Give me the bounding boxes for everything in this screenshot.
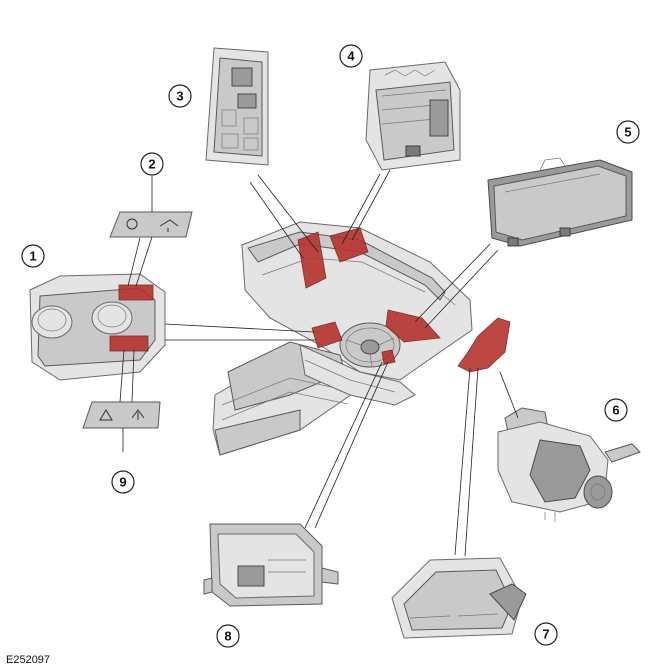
callout-8-label: 8 [224,629,231,644]
warning-symbol-icon [126,218,138,230]
brake-abs-module [497,407,641,522]
callout-7: 7 [534,622,558,646]
switch-pack-module [203,523,339,607]
fuse-box-module [205,47,269,166]
highlight-brake-module-location [457,317,511,373]
highlight-cluster-location [385,309,441,343]
callout-2: 2 [140,152,164,176]
highlight-switch-location [381,349,396,365]
hazard-symbol-icon [99,409,113,421]
vehicle-symbol-icon [159,219,179,232]
callout-9: 9 [111,470,135,494]
callout-5-label: 5 [624,125,631,140]
upper-switch-module [109,211,193,238]
callout-3-label: 3 [176,89,183,104]
traction-symbol-icon [131,409,145,420]
callout-3: 3 [168,84,192,108]
callout-4-label: 4 [347,49,355,64]
highlighted-locations [297,227,511,373]
highlight-panel-lower [109,335,149,352]
reference-code: E252097 [6,654,51,666]
callout-5: 5 [616,120,640,144]
callout-4: 4 [339,44,363,68]
highlight-ecu-location [329,227,369,263]
callout-1: 1 [21,244,45,268]
climate-control-panel [29,273,166,381]
callout-8: 8 [216,624,240,648]
leader-lines [119,169,519,557]
callout-1-label: 1 [29,249,36,264]
electronic-control-unit [365,61,461,171]
highlight-fuse-box-location [297,231,327,289]
callout-6-label: 6 [612,403,619,418]
callout-7-label: 7 [542,627,549,642]
highlight-climate-panel-location [311,321,343,349]
lower-switch-module [82,401,161,429]
airbag-control-module [391,557,527,639]
highlight-panel-upper [118,284,154,301]
callout-9-label: 9 [119,475,126,490]
callout-6: 6 [604,398,628,422]
callout-2-label: 2 [148,157,155,172]
instrument-cluster [487,157,633,247]
